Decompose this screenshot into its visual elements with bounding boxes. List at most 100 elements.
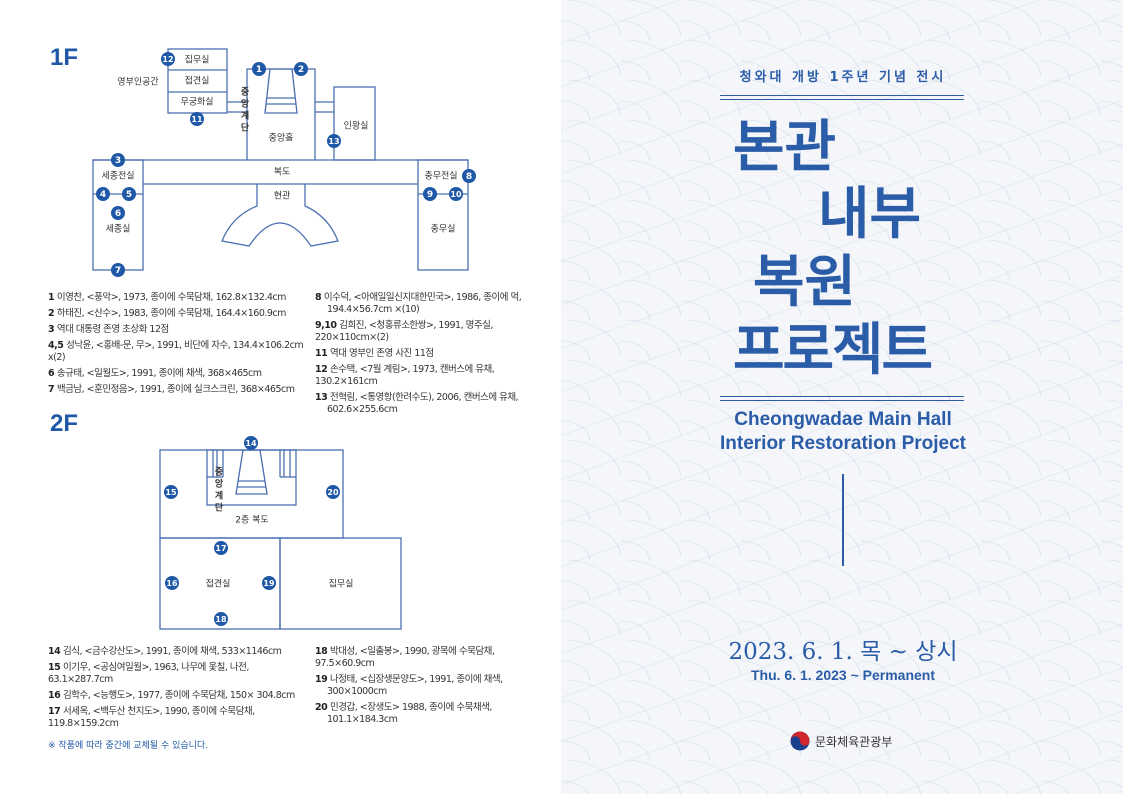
english-title-2: Interior Restoration Project <box>720 433 966 454</box>
marker-number: 11 <box>191 115 203 124</box>
marker-number: 7 <box>115 266 121 276</box>
cover-panel <box>561 0 1123 794</box>
title-line-2: 내부 <box>818 181 922 247</box>
area-first-lady: 영부인공간 <box>117 77 158 88</box>
caption-number: 9,10 <box>315 320 340 331</box>
floor-1-captions-right: 8 이수덕, <아애일일신지대한민국>, 1986, 종이에 먹,194.4×5… <box>315 292 553 416</box>
caption-number: 18 <box>315 646 331 657</box>
caption-number: 2 <box>48 308 57 319</box>
marker-number: 16 <box>166 579 178 588</box>
caption-text: 백금남, <훈민정음>, 1991, 종이에 실크스크린, 368×465cm <box>56 384 295 395</box>
caption-text: 송규태, <일월도>, 1991, 종이에 채색, 368×465cm <box>56 368 262 379</box>
artwork-caption: 11 역대 영부인 존영 사진 11점 <box>315 348 553 360</box>
room-sejong-ante: 세종전실 <box>101 171 134 182</box>
marker-number: 12 <box>162 55 173 64</box>
marker-number: 19 <box>263 579 275 588</box>
artwork-caption: 3 역대 대통령 존영 초상화 12점 <box>48 324 306 336</box>
caption-text-cont: 101.1×184.3cm <box>327 714 398 725</box>
caption-number: 4,5 <box>48 340 67 351</box>
caption-number: 1 <box>48 292 57 303</box>
marker-14 <box>244 436 258 450</box>
artwork-caption: 16 김학수, <능행도>, 1977, 종이에 수묵담채, 150× 304.… <box>48 690 306 702</box>
artwork-caption: 7 백금남, <훈민정음>, 1991, 종이에 실크스크린, 368×465c… <box>48 384 306 396</box>
marker-19 <box>262 576 276 590</box>
caption-number: 16 <box>48 690 64 701</box>
replacement-note: ※ 작품에 따라 중간에 교체될 수 있습니다. <box>48 741 209 751</box>
caption-number: 13 <box>315 392 331 403</box>
marker-number: 15 <box>165 488 177 497</box>
marker-16 <box>165 576 179 590</box>
marker-15 <box>164 485 178 499</box>
caption-text: 전혁림, <통영항(한려수도), 2006, 캔버스에 유채, <box>330 392 519 403</box>
room-sejong: 세종실 <box>106 224 131 235</box>
marker-11 <box>190 112 204 126</box>
title-line-1: 본관 <box>733 114 837 180</box>
date-english: Thu. 6. 1. 2023 ~ Permanent <box>750 667 936 683</box>
room-jipmu-1f: 집무실 <box>185 54 210 66</box>
room-entrance: 현관 <box>274 191 291 202</box>
floor-plans: 집무실 접견실 무궁화실 영부인공간 중 앙 계 단 중앙홀 인왕실 복도 세종… <box>92 48 476 630</box>
ministry-logo: 문화체육관광부 <box>790 731 892 751</box>
caption-text-cont: 194.4×56.7cm ×(10) <box>327 304 420 315</box>
marker-20 <box>326 485 340 499</box>
floor-2-plan <box>159 449 402 630</box>
caption-text: 서세옥, <백두산 천지도>, 1990, 종이에 수묵담채, 119.8×15… <box>48 706 255 729</box>
marker-1 <box>252 62 266 76</box>
room-chungmu-ante: 충무전실 <box>424 171 457 182</box>
room-jeopgyeon-1f: 접견실 <box>185 75 210 87</box>
marker-number: 8 <box>466 172 472 182</box>
caption-number: 3 <box>48 324 57 335</box>
marker-7 <box>111 263 125 277</box>
marker-number: 13 <box>328 137 339 146</box>
caption-text-cont: 602.6×255.6cm <box>327 404 398 415</box>
marker-18 <box>214 612 228 626</box>
caption-text: 박대성, <일출봉>, 1990, 광목에 수묵담채, 97.5×60.9cm <box>315 646 495 669</box>
artwork-caption: 20 민경갑, <장생도> 1988, 종이에 수묵채색,101.1×184.3… <box>315 702 553 726</box>
artwork-caption: 15 이기우, <공심여일월>, 1963, 나무에 옻칠, 나전, 63.1×… <box>48 662 306 686</box>
caption-text: 나정태, <십장생문양도>, 1991, 종이에 채색, <box>330 674 503 685</box>
caption-text: 김희진, <청홍류소한쌍>, 1991, 명주실, 220×110cm×(2) <box>315 320 493 343</box>
caption-number: 14 <box>48 646 64 657</box>
marker-9 <box>423 187 437 201</box>
caption-text: 성낙윤, <홍배-문, 무>, 1991, 비단에 자수, 134.4×106.… <box>48 340 304 363</box>
marker-number: 14 <box>245 439 257 448</box>
artwork-caption: 14 김식, <금수강산도>, 1991, 종이에 채색, 533×1146cm <box>48 646 306 658</box>
caption-number: 7 <box>48 384 57 395</box>
floor-2-captions-right: 18 박대성, <일출봉>, 1990, 광목에 수묵담채, 97.5×60.9… <box>315 646 553 726</box>
floor-2-captions-left: 14 김식, <금수강산도>, 1991, 종이에 채색, 533×1146cm… <box>48 646 306 730</box>
divider-bottom <box>720 396 964 401</box>
title-line-4: 프로젝트 <box>733 317 933 383</box>
marker-10 <box>449 187 463 201</box>
stairs-label-1f: 앙 <box>241 98 250 110</box>
taegeuk-emblem-icon <box>790 731 810 751</box>
marker-number: 3 <box>115 156 121 166</box>
marker-17 <box>214 541 228 555</box>
artwork-caption: 4,5 성낙윤, <홍배-문, 무>, 1991, 비단에 자수, 134.4×… <box>48 340 306 364</box>
english-title-1: Cheongwadae Main Hall <box>734 409 952 430</box>
stairs-label-2f: 단 <box>215 502 224 514</box>
caption-number: 12 <box>315 364 331 375</box>
caption-number: 8 <box>315 292 324 303</box>
caption-number: 15 <box>48 662 64 673</box>
caption-text: 하태진, <산수>, 1983, 종이에 수묵담채, 164.4×160.9cm <box>56 308 287 319</box>
caption-number: 17 <box>48 706 64 717</box>
caption-number: 20 <box>315 702 331 713</box>
caption-text: 민경갑, <장생도> 1988, 종이에 수묵채색, <box>330 702 492 713</box>
marker-number: 5 <box>126 190 132 200</box>
caption-number: 6 <box>48 368 57 379</box>
artwork-caption: 8 이수덕, <아애일일신지대한민국>, 1986, 종이에 먹,194.4×5… <box>315 292 553 316</box>
cover-subtitle: 청와대 개방 1주년 기념 전시 <box>739 70 947 85</box>
room-corridor: 복도 <box>274 167 291 178</box>
caption-text: 이기우, <공심여일월>, 1963, 나무에 옻칠, 나전, 63.1×287… <box>48 662 249 685</box>
divider-top <box>720 95 964 100</box>
artwork-caption: 9,10 김희진, <청홍류소한쌍>, 1991, 명주실, 220×110cm… <box>315 320 553 344</box>
marker-number: 9 <box>427 190 433 200</box>
caption-number: 19 <box>315 674 331 685</box>
stairs-label-1f: 단 <box>241 122 250 134</box>
marker-number: 4 <box>100 190 106 200</box>
room-chungmu: 충무실 <box>431 224 456 235</box>
room-jipmu-2f: 집무실 <box>329 578 354 590</box>
room-central-hall: 중앙홀 <box>269 132 294 144</box>
caption-text: 김학수, <능행도>, 1977, 종이에 수묵담채, 150× 304.8cm <box>63 690 295 701</box>
